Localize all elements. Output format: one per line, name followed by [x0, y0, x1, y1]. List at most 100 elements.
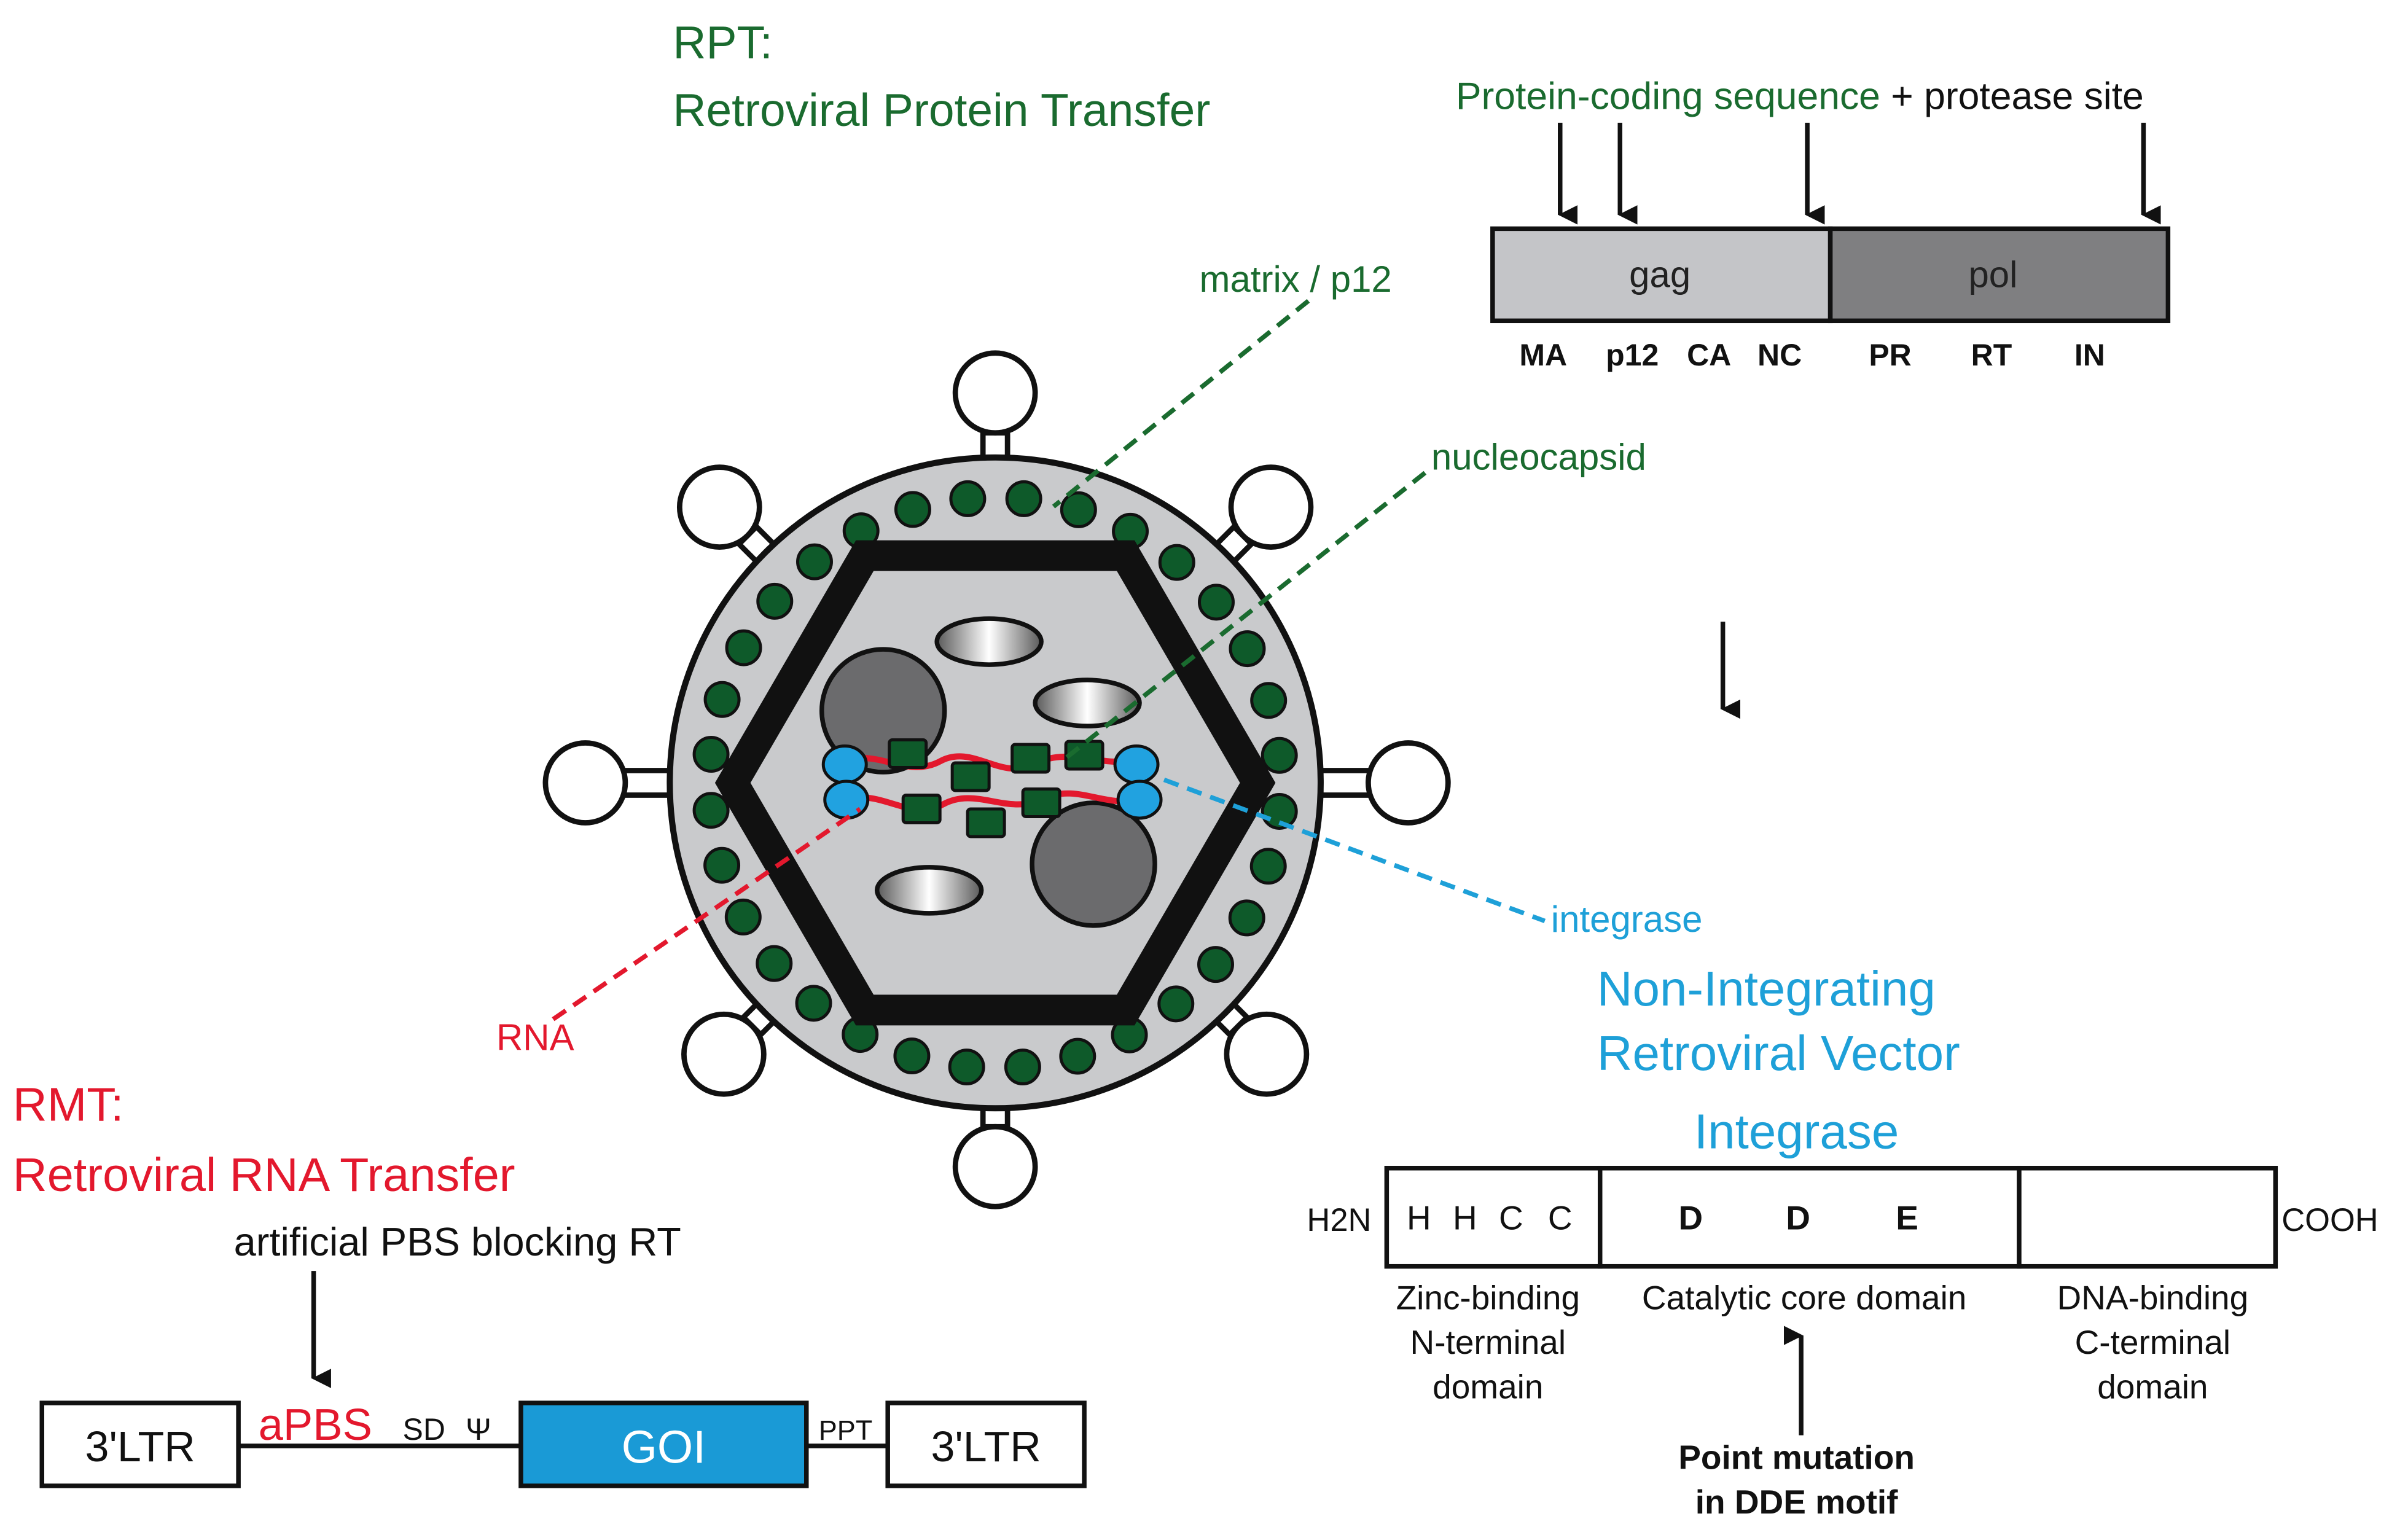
- integrase-title: Integrase: [1694, 1104, 1899, 1158]
- zinc-domain-caption-1: Zinc-binding: [1396, 1279, 1580, 1317]
- matrix-protein-28: [1198, 584, 1235, 621]
- rpt-title-line2: Retroviral Protein Transfer: [673, 84, 1210, 136]
- dna-domain-caption-2: C-terminal: [2075, 1323, 2231, 1361]
- ltr-right-box: [885, 1400, 1087, 1488]
- matrix-protein-15: [692, 792, 730, 829]
- matrix-protein-1: [1249, 848, 1287, 885]
- mutation-caption-2: in DDE motif: [1695, 1483, 1898, 1521]
- matrix-protein-13: [724, 898, 762, 935]
- nucleocapsid-3: [1011, 743, 1051, 774]
- matrix-protein-8: [948, 1049, 985, 1086]
- rna-label: RNA: [496, 1017, 574, 1058]
- gagpol-header: Protein-coding sequence + protease site: [1456, 74, 2144, 117]
- matrix-protein-ring: [692, 480, 1298, 1086]
- mutation-caption-1: Point mutation: [1678, 1439, 1915, 1477]
- gagpol-header-black: + protease site: [1880, 74, 2144, 117]
- matrix-protein-7: [1004, 1049, 1041, 1086]
- pol-block: [1828, 226, 2171, 324]
- integrase-2: [823, 779, 870, 820]
- residue-c2: C: [1548, 1199, 1573, 1237]
- integrase-zinc-domain: [1384, 1165, 1603, 1269]
- rna-leader-line: [552, 807, 862, 1021]
- apbs-note: artificial PBS blocking RT: [234, 1219, 681, 1264]
- zinc-residues: H H C C: [1407, 1199, 1573, 1237]
- gagpol-arrows: [1558, 122, 2161, 225]
- nucleocapsid-proteins: [888, 738, 1104, 838]
- matrix-protein-11: [795, 985, 832, 1022]
- nucleocapsid-6: [966, 807, 1006, 838]
- goi-label: GOI: [622, 1421, 706, 1473]
- matrix-protein-22: [894, 491, 931, 528]
- spike-knob-bottom-left: [681, 1011, 767, 1097]
- ltr-right-label: 3'LTR: [931, 1423, 1041, 1471]
- matrix-protein-24: [1005, 480, 1042, 517]
- domain-label-in: IN: [2074, 338, 2105, 372]
- dna-domain-caption-1: DNA-binding: [2057, 1279, 2249, 1317]
- matrix-protein-0: [1261, 792, 1298, 830]
- matrix-leader-line: [1052, 299, 1310, 509]
- residue-e: E: [1896, 1199, 1918, 1237]
- n-terminus-label: H2N: [1307, 1203, 1371, 1238]
- residue-d2: D: [1786, 1199, 1810, 1237]
- matrix-protein-18: [725, 629, 762, 666]
- matrix-protein-31: [1261, 736, 1298, 774]
- domain-label-rt: RT: [1971, 338, 2012, 372]
- nirv-title-line1: Non-Integrating: [1597, 961, 1936, 1016]
- domain-label-ca: CA: [1687, 338, 1731, 372]
- rna-strand-2: [840, 790, 1146, 813]
- domain-label-ma: MA: [1519, 338, 1567, 372]
- matrix-protein-19: [756, 582, 794, 620]
- residue-d1: D: [1678, 1199, 1703, 1237]
- spike-knob-top: [952, 350, 1038, 436]
- matrix-protein-6: [1059, 1037, 1096, 1075]
- matrix-protein-14: [703, 846, 741, 884]
- spike-knob-left: [542, 740, 628, 826]
- nucleocapsid-5: [901, 793, 942, 824]
- nucleocapsid-7: [1021, 787, 1061, 818]
- nucleocapsid-2: [950, 761, 991, 792]
- zinc-domain-caption-3: domain: [1433, 1368, 1543, 1406]
- matrix-label: matrix / p12: [1200, 259, 1392, 300]
- spike-knob-bottom-right: [1224, 1011, 1310, 1097]
- matrix-protein-20: [796, 543, 833, 580]
- lens-enzyme-3: [874, 865, 984, 916]
- psi-label: Ψ: [466, 1412, 491, 1447]
- zinc-domain-caption-2: N-terminal: [1410, 1323, 1566, 1361]
- matrix-protein-17: [703, 681, 741, 718]
- nucleocapsid-leader-line: [1058, 471, 1427, 765]
- catalytic-domain-caption: Catalytic core domain: [1642, 1279, 1967, 1317]
- gag-label: gag: [1629, 254, 1691, 295]
- dark-enzyme-2: [1030, 800, 1157, 928]
- virion: [542, 350, 1451, 1209]
- integrase-3: [1113, 744, 1160, 784]
- matrix-protein-23: [949, 480, 987, 517]
- ltr-left-label: 3'LTR: [85, 1423, 195, 1471]
- integrase-domain-captions: Zinc-binding N-terminal domain Catalytic…: [1396, 1279, 2249, 1406]
- residue-h2: H: [1453, 1199, 1477, 1237]
- domain-label-p12: p12: [1606, 338, 1659, 372]
- integrase-leader-line: [1163, 777, 1546, 923]
- lens-enzyme-2: [1033, 678, 1142, 728]
- dna-domain-caption-3: domain: [2097, 1368, 2208, 1406]
- matrix-protein-27: [1158, 544, 1195, 581]
- goi-box: [518, 1400, 809, 1488]
- matrix-protein-4: [1157, 985, 1195, 1023]
- matrix-protein-3: [1197, 946, 1234, 983]
- gagpol-domain-labels: MA p12 CA NC PR RT IN: [1519, 338, 2105, 372]
- rmt-title-line1: RMT:: [13, 1078, 124, 1131]
- rpt-title-line1: RPT:: [673, 17, 772, 68]
- sd-label: SD: [403, 1412, 445, 1447]
- domain-label-nc: NC: [1757, 338, 1802, 372]
- spike-knob-right: [1366, 740, 1451, 826]
- rmt-title-line2: Retroviral RNA Transfer: [13, 1149, 515, 1201]
- matrix-protein-30: [1250, 682, 1288, 719]
- pol-label: pol: [1968, 254, 2017, 295]
- apbs-label: aPBS: [259, 1400, 372, 1450]
- nirv-title-line2: Retroviral Vector: [1597, 1026, 1960, 1080]
- matrix-protein-29: [1229, 630, 1266, 668]
- c-terminus-label: COOH: [2281, 1203, 2378, 1238]
- matrix-protein-2: [1228, 899, 1265, 937]
- gagpol-header-green: Protein-coding sequence: [1456, 74, 1880, 117]
- integrase-1: [821, 744, 868, 784]
